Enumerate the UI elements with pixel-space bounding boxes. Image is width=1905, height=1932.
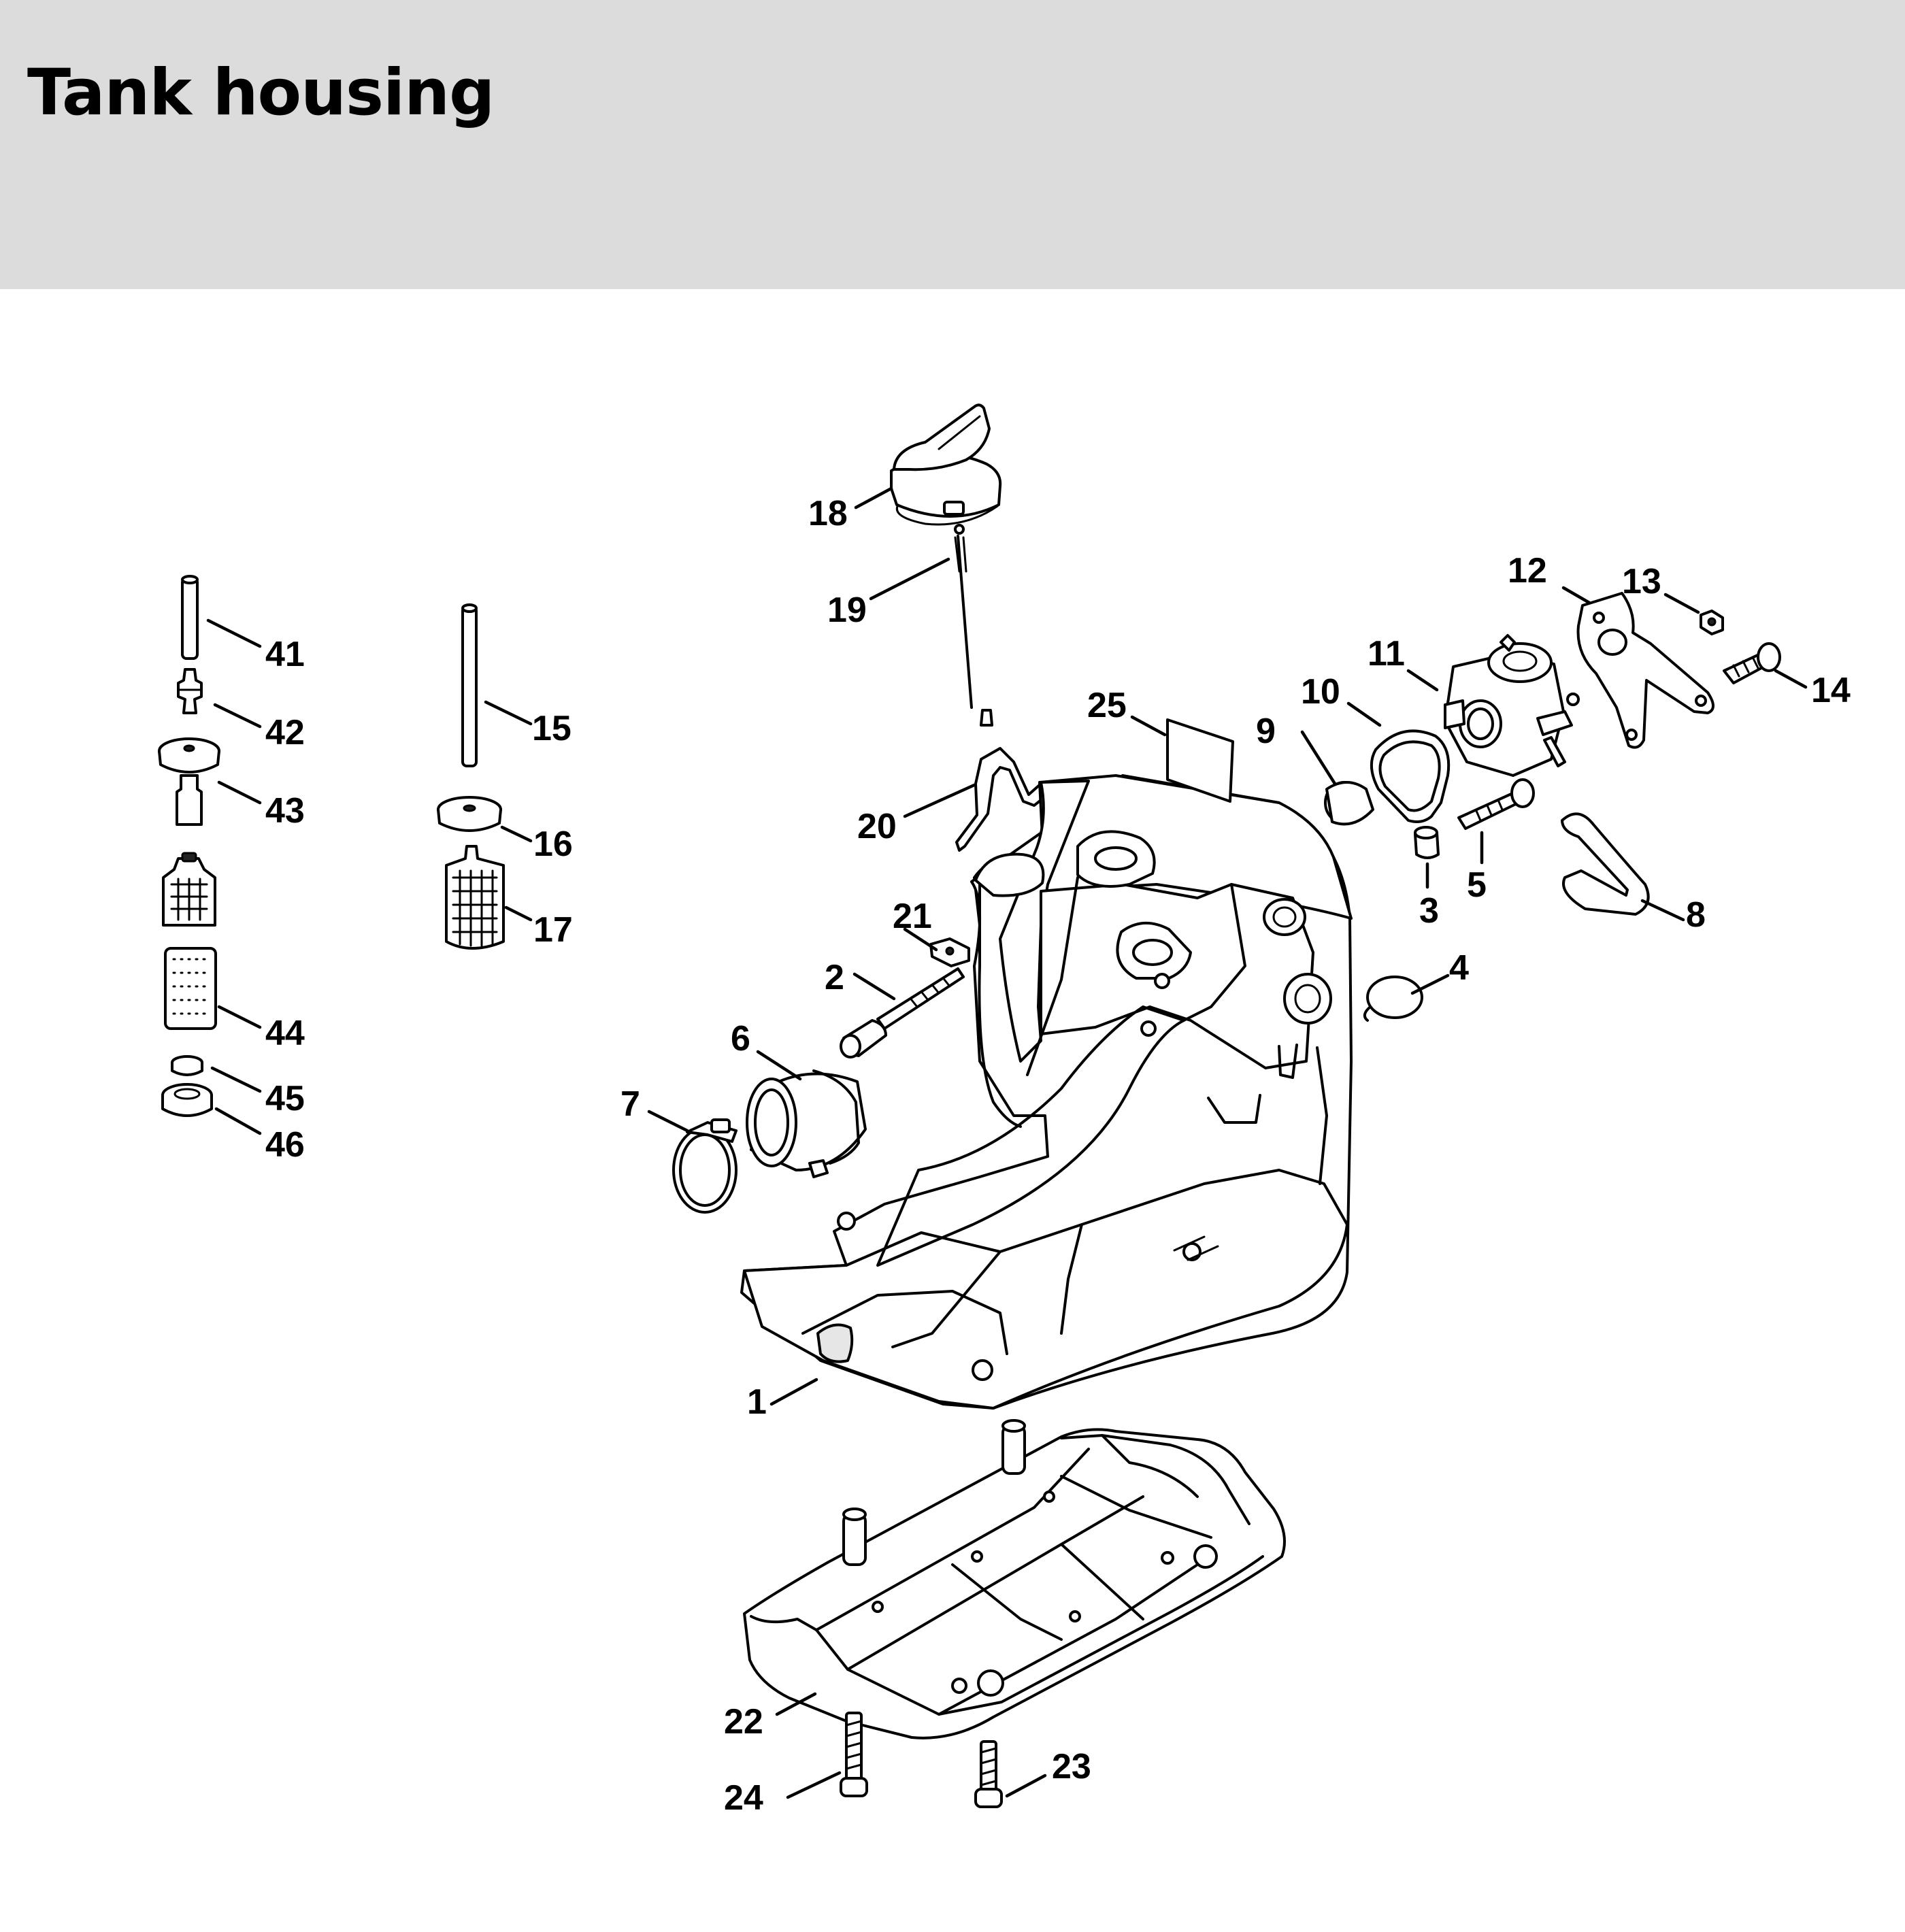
callout-12: 12 [1508,551,1547,590]
callout-24: 24 [724,1778,763,1818]
part-25-label [1166,718,1234,803]
callout-16: 16 [533,825,573,864]
callout-1: 1 [747,1382,767,1422]
callout-5: 5 [1467,865,1487,905]
callout-2: 2 [825,958,844,997]
part-46-ring [161,1083,213,1117]
callout-43: 43 [265,791,305,831]
callout-15: 15 [532,709,572,748]
callout-numbers: 41 42 43 44 45 46 15 16 17 18 19 20 21 2… [265,494,1851,1818]
callout-7: 7 [620,1084,640,1124]
part-20-bracket [955,747,1049,852]
part-45-washer [171,1055,203,1076]
part-14-screw [1723,642,1781,684]
part-17-filter [445,845,505,950]
callout-4: 4 [1449,948,1469,988]
part-15-hose [461,603,478,767]
part-18-tank-cap [890,403,1002,526]
callout-45: 45 [265,1079,305,1118]
part-1-tank-housing [740,774,1353,1410]
part-3-plug [1414,826,1440,859]
callout-19: 19 [827,590,867,630]
part-7-hose-clamp [672,1118,738,1214]
part-24-screw [840,1712,868,1797]
part-16-grommet [437,796,502,832]
callout-18: 18 [808,494,848,533]
part-2-screw [840,967,965,1059]
callout-23: 23 [1052,1747,1091,1786]
callout-41: 41 [265,635,305,674]
header-band: Tank housing [0,0,1905,289]
callout-20: 20 [857,807,897,846]
part-5-screw [1457,778,1535,830]
callout-25: 25 [1087,686,1127,725]
callout-10: 10 [1301,672,1340,712]
part-23-screw [974,1740,1003,1808]
callout-21: 21 [893,897,932,936]
part-10-gasket [1370,729,1451,823]
callout-22: 22 [724,1702,763,1742]
part-9-spacer [1324,781,1374,826]
callout-3: 3 [1419,891,1439,931]
callout-42: 42 [265,713,305,752]
callout-14: 14 [1811,671,1851,710]
callout-8: 8 [1686,895,1706,935]
callout-17: 17 [533,910,573,950]
part-19-retaining-cord [954,524,993,727]
part-43-grommet [158,737,220,826]
callout-11: 11 [1368,634,1405,673]
part-6-intake-flange [746,1069,867,1178]
part-12-plate [1576,592,1714,749]
part-44-filter-element [164,947,217,1030]
callout-6: 6 [731,1019,750,1059]
part-43-filter [162,852,216,927]
callout-46: 46 [265,1125,305,1165]
part-13-nut [1700,610,1724,635]
part-4-cap [1363,976,1423,1022]
callout-9: 9 [1256,712,1276,751]
part-42-fitting [177,668,203,714]
part-22-bottom-cover [743,1419,1286,1739]
part-8-hose-loop [1561,812,1650,916]
callout-13: 13 [1622,562,1661,601]
callout-44: 44 [265,1014,305,1053]
part-41-hose [181,575,199,660]
page-title: Tank housing [27,56,495,130]
leader-lines [206,486,1808,1799]
part-11-carburetor [1444,634,1580,777]
part-21-nut [929,937,970,967]
